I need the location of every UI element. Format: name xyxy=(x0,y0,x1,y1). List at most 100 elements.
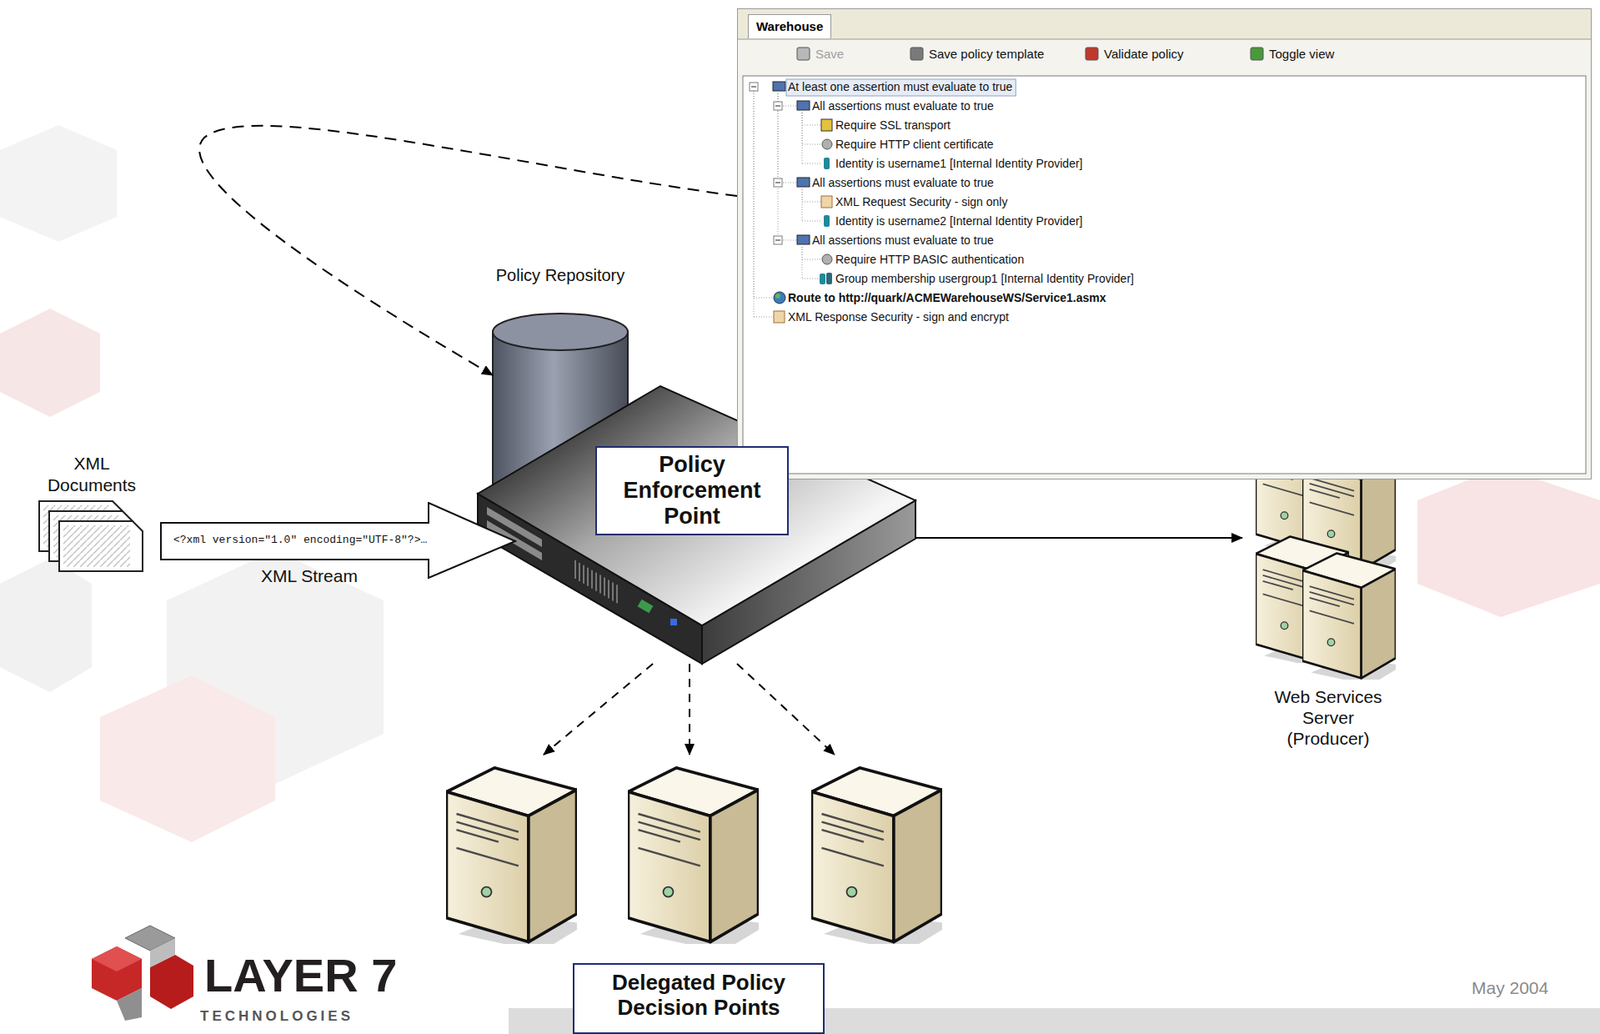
delegated-decision-points: Delegated Policy Decision Points xyxy=(441,754,951,1034)
policy-assertion: Require HTTP BASIC authentication xyxy=(835,251,1024,267)
date-label: May 2004 xyxy=(1471,977,1549,999)
policy-assertion: Route to http://quark/ACMEWarehouseWS/Se… xyxy=(787,290,1106,306)
route-icon xyxy=(773,291,786,304)
vent-slot xyxy=(611,581,614,601)
tree-line xyxy=(802,278,821,280)
selection-highlight xyxy=(786,79,1016,96)
toolbar-icon xyxy=(1250,47,1264,61)
ssl-icon xyxy=(821,119,833,131)
node-label: Policy Repository xyxy=(492,265,628,286)
connector xyxy=(543,663,653,755)
expand-box xyxy=(773,101,783,111)
node-label: Web Services Server (Producer) xyxy=(1265,686,1391,749)
vent-slot xyxy=(578,562,581,582)
vent-slot xyxy=(599,575,602,594)
connector xyxy=(737,663,835,755)
route-icon xyxy=(775,293,781,299)
group-icon xyxy=(819,273,826,285)
company-logo-cubes xyxy=(91,925,194,1021)
tree-line xyxy=(753,316,773,318)
folder-icon xyxy=(797,235,810,245)
web-services-server: Web Services Server (Producer) xyxy=(1242,421,1414,747)
group-icon xyxy=(826,272,833,285)
expand-minus xyxy=(751,86,757,88)
xml-stream-arrow: <?xml version="1.0" encoding="UTF-8"?>… X… xyxy=(160,501,517,596)
policy-assertion: Identity is username2 [Internal Identity… xyxy=(835,213,1083,229)
xml-icon xyxy=(821,195,833,208)
vent-slot xyxy=(595,572,597,592)
user-icon xyxy=(823,157,830,170)
xml-document-stack xyxy=(39,501,143,572)
tab-divider xyxy=(737,39,1591,41)
node-label: XML Documents xyxy=(33,452,151,497)
vent-slot xyxy=(586,567,589,587)
node-label: Policy Enforcement Point xyxy=(601,451,783,530)
vent-slot xyxy=(591,570,593,589)
policy-assertion: Require SSL transport xyxy=(835,117,951,133)
cert-icon xyxy=(822,139,833,150)
xml-icon xyxy=(773,310,785,323)
vent-slot xyxy=(607,579,610,598)
vent-slot xyxy=(574,560,577,579)
policy-assertion: Identity is username1 [Internal Identity… xyxy=(835,155,1083,171)
connector xyxy=(199,125,738,376)
policy-assertion: All assertions must evaluate to true xyxy=(812,175,994,191)
tree-line xyxy=(802,189,803,221)
policy-assertion: XML Response Security - sign and encrypt xyxy=(787,309,1009,325)
node-label: Delegated Policy Decision Points xyxy=(581,969,817,1020)
vent-slot xyxy=(582,565,585,584)
policy-assertion: Group membership usergroup1 [Internal Id… xyxy=(835,270,1134,286)
tree-line xyxy=(802,246,803,279)
tab-label: Warehouse xyxy=(756,17,823,36)
label-box: Delegated Policy Decision Points xyxy=(572,963,825,1034)
toolbar-icon xyxy=(797,47,810,61)
policy-assertion: All assertions must evaluate to true xyxy=(812,98,994,114)
logo-subtitle: TECHNOLOGIES xyxy=(200,1007,354,1026)
decision-point-servers xyxy=(446,767,953,953)
tree-line xyxy=(802,201,821,203)
tree-line xyxy=(753,297,773,299)
vent-slot xyxy=(603,577,606,597)
user-icon xyxy=(823,215,830,227)
logo-wordmark: LAYER 7 xyxy=(204,948,397,1003)
tree-line xyxy=(802,112,803,164)
expand-minus xyxy=(775,182,781,184)
toolbar-button: Save xyxy=(815,45,844,63)
folder-icon xyxy=(797,177,810,187)
tree-line xyxy=(777,93,779,241)
expand-minus xyxy=(775,105,781,107)
toolbar-icon xyxy=(1085,47,1099,61)
tree-line xyxy=(753,90,755,317)
vent-slot xyxy=(616,584,618,603)
tree-panel xyxy=(742,75,1586,474)
toolbar-button: Validate policy xyxy=(1103,45,1184,63)
folder-icon xyxy=(772,81,786,91)
tree-line xyxy=(802,220,821,222)
node-label: <?xml version="1.0" encoding="UTF-8"?>… xyxy=(173,533,427,547)
xml-documents: XML Documents xyxy=(33,452,151,576)
toolbar-icon xyxy=(910,47,923,61)
policy-assertion: At least one assertion must evaluate to … xyxy=(787,79,1013,95)
expand-box xyxy=(773,178,783,187)
connector xyxy=(915,536,1243,539)
toolbar-button: Toggle view xyxy=(1268,45,1335,63)
cert-icon xyxy=(822,254,833,265)
toolbar-button: Save policy template xyxy=(928,45,1044,63)
label-box: Policy Enforcement Point xyxy=(595,446,789,536)
policy-editor-window: WarehouseSave Save policy template Validat… xyxy=(737,8,1592,480)
policy-assertion: XML Request Security - sign only xyxy=(835,194,1008,210)
expand-box xyxy=(749,82,758,91)
node-caption: XML Stream xyxy=(250,565,368,587)
policy-enforcement-point: Policy Enforcement Point xyxy=(477,386,916,664)
folder-icon xyxy=(797,100,810,111)
policy-assertion: Require HTTP client certificate xyxy=(835,136,994,152)
tab: Warehouse xyxy=(747,14,832,39)
connector xyxy=(688,663,691,755)
expand-minus xyxy=(775,240,781,241)
tree-line xyxy=(802,163,821,165)
tab-strip xyxy=(737,9,1591,40)
tree-line xyxy=(802,259,821,261)
policy-assertion: All assertions must evaluate to true xyxy=(812,232,994,248)
expand-box xyxy=(773,235,783,245)
